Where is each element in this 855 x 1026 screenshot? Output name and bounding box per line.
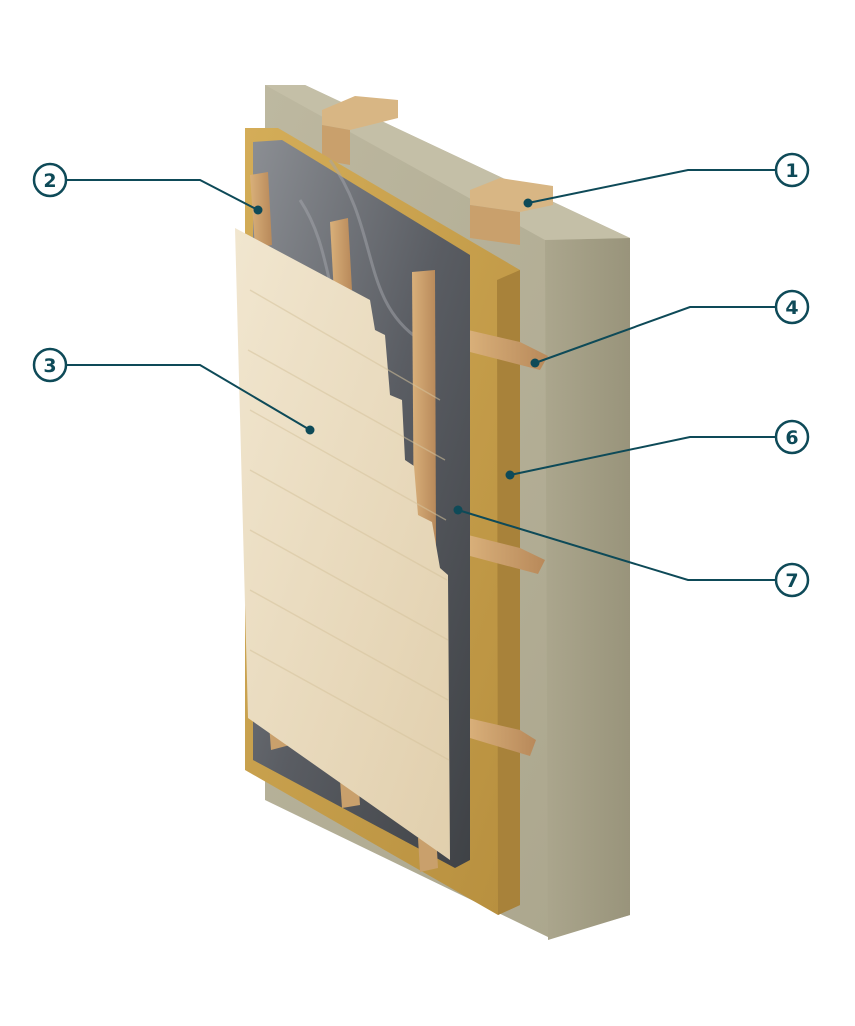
callout-2-badge: 2 [32,162,68,198]
callout-6-badge-circle [774,419,810,455]
callout-2-badge-circle [32,162,68,198]
callout-7-anchor-dot [453,505,463,515]
horizontal-batten-lower [468,718,536,756]
callout-3-leader-line [67,364,311,431]
callout-4-leader-line [534,306,775,364]
callout-7-badge: 7 [774,562,810,598]
wood-cladding-layer [235,228,450,860]
callout-3-badge: 3 [32,347,68,383]
callout-1-leader-line [527,169,775,204]
callout-2-number: 2 [43,170,56,192]
callout-6-badge: 6 [774,419,810,455]
callout-3-anchor-dot [305,425,315,435]
vertical-stud-3 [412,270,436,550]
callout-4-badge-circle [774,289,810,325]
callout-7-number: 7 [785,570,798,592]
callout-7-leader-line [457,509,775,581]
callout-3-number: 3 [43,355,56,377]
top-timber-beam-left [322,96,398,165]
callout-6-number: 6 [785,427,798,449]
callout-4-anchor-dot [530,358,540,368]
callout-7-badge-circle [774,562,810,598]
horizontal-batten-middle [468,535,545,574]
callout-6-leader-line [509,436,775,476]
callout-1-badge: 1 [774,152,810,188]
callout-6-anchor-dot [505,470,515,480]
callout-2-anchor-dot [253,205,263,215]
callout-1-anchor-dot [523,198,533,208]
callout-4-badge: 4 [774,289,810,325]
callout-3-badge-circle [32,347,68,383]
horizontal-batten-upper [468,330,548,370]
callout-4-number: 4 [785,297,798,319]
callout-1-number: 1 [785,160,798,182]
callout-2-leader-line [67,179,259,211]
callout-badges: 1 2 3 4 6 7 [32,152,810,598]
leader-lines [67,169,775,581]
callout-1-badge-circle [774,152,810,188]
vertical-stud-2 [330,218,352,294]
